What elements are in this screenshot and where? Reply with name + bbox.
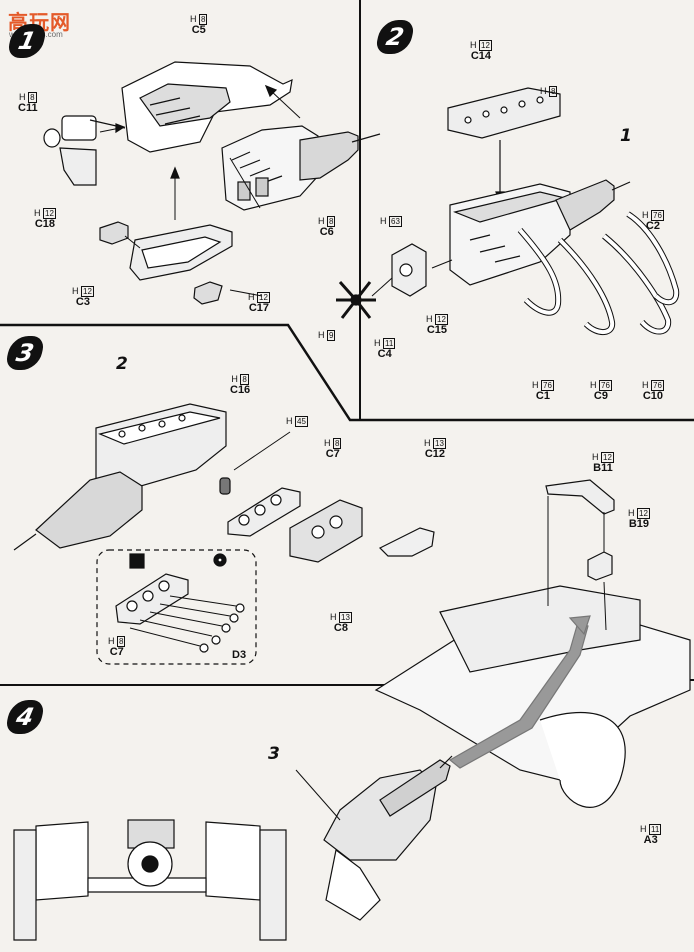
label-c16: H 8 C16 [230,374,251,396]
label-b19: H 12 B19 [628,508,650,530]
label-c8: H 13 C8 [330,612,352,634]
step2-ref-1: 1 [620,126,632,146]
label-d3: D3 [232,649,247,661]
label-c18: H 12 C18 [34,208,56,230]
step4-chassis-drawing [13,479,691,941]
step3-ref-2: 2 [116,354,128,374]
label-c7: H 8 C7 [324,438,342,460]
label-h8: H 8 [540,86,558,97]
label-c14: H 12 C14 [470,40,492,62]
label-c5: H 8 C5 [190,14,208,36]
step2-engine-assembly-drawing [336,87,680,335]
fan-h9-icon [336,281,376,319]
label-h45: H 45 [286,416,308,427]
label-c7-detail: H 8 C7 [108,636,126,658]
panel-dividers [0,0,694,686]
step1-engine-bay-drawing [43,61,381,305]
label-h63: H 63 [380,216,402,227]
label-c11: H 8 C11 [18,92,38,114]
label-h9: H 9 [318,330,336,341]
label-c4: H 11 C4 [374,338,396,360]
step4-ref-3: 3 [268,744,280,764]
label-c6: H 8 C6 [318,216,336,238]
label-c10: H 76 C10 [642,380,664,402]
label-a3: H 11 A3 [640,824,662,846]
label-c15: H 12 C15 [426,314,448,336]
label-c3: H 12 C3 [72,286,94,308]
label-b11: H 12 B11 [592,452,614,474]
label-c2: H 76 C2 [642,210,664,232]
label-c9: H 76 C9 [590,380,612,402]
step3-engine-parts-drawing [13,403,435,665]
label-c1: H 76 C1 [532,380,554,402]
front-engine-icon [127,819,175,887]
label-c12: H 13 C12 [424,438,446,460]
label-c17: H 12 C17 [248,292,270,314]
